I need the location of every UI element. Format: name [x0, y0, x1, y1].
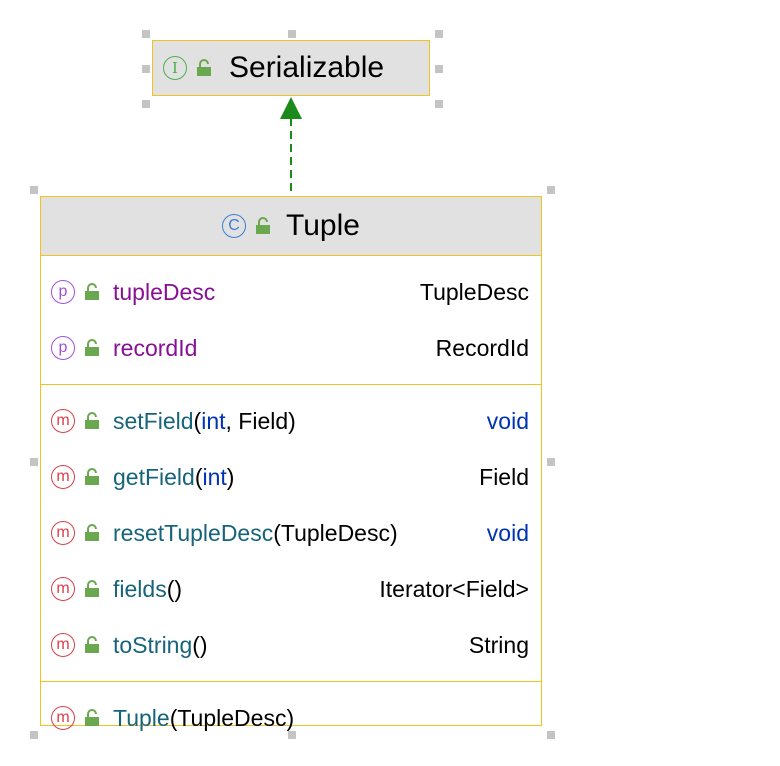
public-visibility-icon: [85, 468, 99, 485]
method-row[interactable]: m resetTupleDesc(TupleDesc) void: [41, 505, 541, 561]
method-icon: m: [51, 706, 75, 730]
public-visibility-icon: [85, 339, 99, 356]
public-visibility-icon: [85, 636, 99, 653]
selection-handle[interactable]: [547, 731, 555, 739]
method-paren-open: (: [193, 407, 202, 434]
property-icon: p: [51, 336, 75, 360]
constructor-row[interactable]: m Tuple(TupleDesc): [41, 690, 541, 746]
selection-handle[interactable]: [547, 186, 555, 194]
method-return-type: void: [486, 519, 529, 546]
property-row[interactable]: p recordId RecordId: [41, 320, 541, 376]
selection-handle[interactable]: [142, 65, 150, 73]
selection-handle[interactable]: [30, 458, 38, 466]
selection-handle[interactable]: [30, 731, 38, 739]
method-row[interactable]: m setField(int, Field) void: [41, 393, 541, 449]
method-param: int: [202, 463, 227, 490]
method-paren-open: (: [273, 519, 281, 546]
method-return-type: Field: [479, 463, 529, 490]
selection-handle[interactable]: [30, 186, 38, 194]
method-icon: m: [51, 521, 75, 545]
method-parens: (): [192, 631, 208, 658]
selection-handle[interactable]: [288, 30, 296, 38]
method-icon: m: [51, 577, 75, 601]
properties-section: p tupleDesc TupleDesc p recordId RecordI…: [41, 256, 541, 385]
method-name: resetTupleDesc: [113, 519, 274, 546]
property-type: TupleDesc: [419, 278, 529, 305]
selection-handle[interactable]: [547, 458, 555, 466]
class-header: C Tuple: [41, 197, 541, 256]
method-return-type: String: [468, 631, 529, 658]
method-icon: m: [51, 409, 75, 433]
implements-arrowhead: [280, 97, 302, 119]
method-name: setField: [113, 407, 194, 434]
constructor-name: Tuple: [113, 704, 170, 731]
constructor-signature: Tuple(TupleDesc): [113, 705, 294, 732]
constructor-paren-open: (: [169, 704, 178, 731]
method-paren-close: ): [226, 463, 235, 490]
selection-handle[interactable]: [142, 30, 150, 38]
method-paren-open: (: [194, 463, 203, 490]
method-return-type: Iterator<Field>: [379, 575, 529, 602]
constructor-paren-close: ): [286, 704, 295, 731]
method-signature: toString(): [113, 632, 208, 659]
method-icon: m: [51, 633, 75, 657]
method-param: int: [201, 407, 226, 434]
interface-node[interactable]: I Serializable: [152, 40, 430, 96]
methods-section: m setField(int, Field) void m getField(i…: [41, 385, 541, 682]
public-visibility-icon: [85, 580, 99, 597]
public-visibility-icon: [85, 283, 99, 300]
property-name: recordId: [113, 334, 198, 361]
selection-handle[interactable]: [435, 100, 443, 108]
property-name: tupleDesc: [113, 278, 216, 305]
public-visibility-icon: [197, 59, 211, 76]
selection-handle[interactable]: [435, 30, 443, 38]
method-name: fields: [113, 575, 167, 602]
selection-handle[interactable]: [288, 731, 296, 739]
method-param: Field: [238, 407, 289, 434]
property-type: RecordId: [435, 334, 529, 361]
public-visibility-icon: [256, 217, 271, 234]
constructors-section: m Tuple(TupleDesc): [41, 682, 541, 754]
class-name: Tuple: [286, 209, 360, 242]
method-return-type: void: [486, 407, 529, 434]
method-paren-close: ): [288, 407, 296, 434]
interface-icon: I: [163, 56, 187, 80]
class-node[interactable]: C Tuple p tupleDesc TupleDesc p recordId…: [40, 196, 542, 731]
method-signature: resetTupleDesc(TupleDesc): [113, 520, 398, 547]
method-name: toString: [113, 631, 193, 658]
method-signature: getField(int): [113, 464, 234, 491]
selection-handle[interactable]: [435, 65, 443, 73]
method-signature: setField(int, Field): [113, 408, 296, 435]
method-icon: m: [51, 465, 75, 489]
public-visibility-icon: [85, 412, 99, 429]
method-param-separator: ,: [225, 407, 239, 434]
method-parens: (): [166, 575, 183, 602]
selection-handle[interactable]: [142, 100, 150, 108]
method-row[interactable]: m fields() Iterator<Field>: [41, 561, 541, 617]
method-signature: fields(): [113, 576, 182, 603]
interface-name: Serializable: [229, 51, 385, 84]
method-paren-close: ): [389, 519, 398, 546]
property-row[interactable]: p tupleDesc TupleDesc: [41, 264, 541, 320]
public-visibility-icon: [85, 524, 99, 541]
method-row[interactable]: m getField(int) Field: [41, 449, 541, 505]
method-row[interactable]: m toString() String: [41, 617, 541, 673]
method-name: getField: [113, 463, 195, 490]
property-icon: p: [51, 280, 75, 304]
constructor-param: TupleDesc: [177, 704, 287, 731]
public-visibility-icon: [85, 709, 99, 726]
method-param: TupleDesc: [280, 519, 390, 546]
class-icon: C: [222, 214, 247, 238]
